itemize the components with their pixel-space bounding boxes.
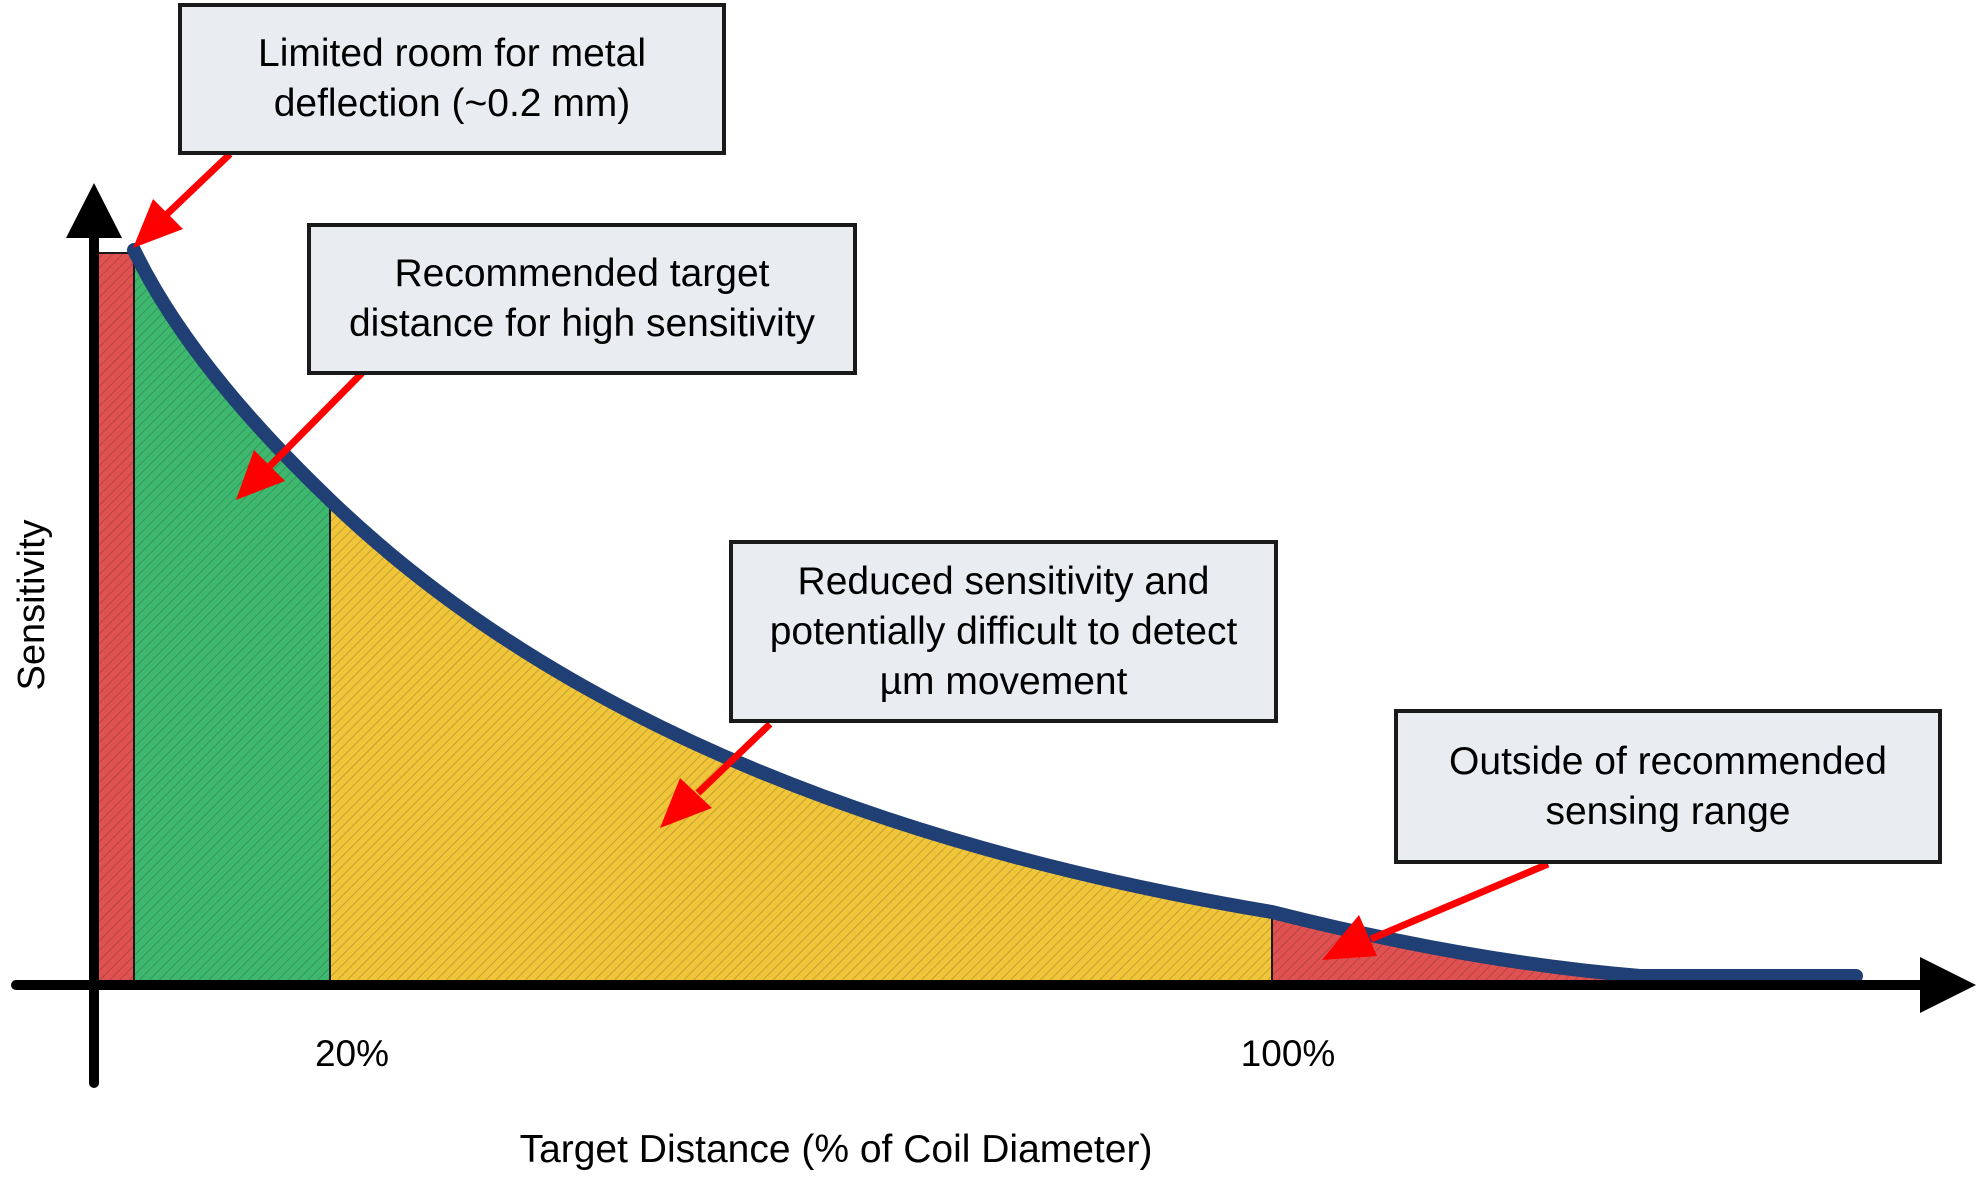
y-axis-arrowhead	[66, 183, 122, 238]
callout-recommended-distance: Recommended target distance for high sen…	[307, 223, 857, 375]
callout-arrow	[236, 370, 365, 500]
x-tick-label: 20%	[315, 1033, 389, 1074]
callout-text: Reduced sensitivity and	[797, 559, 1210, 603]
callout-text: Outside of recommended	[1449, 739, 1887, 783]
callout-text: Limited room for metal	[258, 32, 646, 75]
x-tick-label: 100%	[1241, 1033, 1336, 1074]
x-axis-label: Target Distance (% of Coil Diameter)	[520, 1128, 1153, 1171]
sensitivity-curve	[127, 243, 1863, 983]
callout-text: potentially difficult to detect	[769, 609, 1238, 653]
callout-arrow	[133, 151, 233, 248]
hatch-overlay-1	[92, 253, 134, 983]
hatch-overlay-2	[134, 253, 330, 983]
callout-arrow	[1322, 860, 1550, 960]
callout-text: distance for high sensitivity	[348, 302, 816, 345]
callout-text: Recommended target	[394, 252, 770, 295]
hatch-overlay-3	[330, 502, 1272, 983]
callout-text: sensing range	[1545, 789, 1791, 833]
callout-text: µm movement	[879, 659, 1128, 703]
callout-outside-range: Outside of recommended sensing range	[1394, 709, 1942, 864]
callout-reduced-sensitivity: Reduced sensitivity and potentially diff…	[729, 540, 1278, 723]
callout-deflection-limit: Limited room for metal deflection (~0.2 …	[178, 3, 726, 155]
y-axis-label: Sensitivity	[11, 519, 53, 690]
callout-arrow	[660, 721, 773, 828]
hatch-overlay-4	[1272, 916, 1636, 983]
x-axis-arrowhead	[1920, 957, 1976, 1013]
callout-text: deflection (~0.2 mm)	[273, 82, 631, 125]
